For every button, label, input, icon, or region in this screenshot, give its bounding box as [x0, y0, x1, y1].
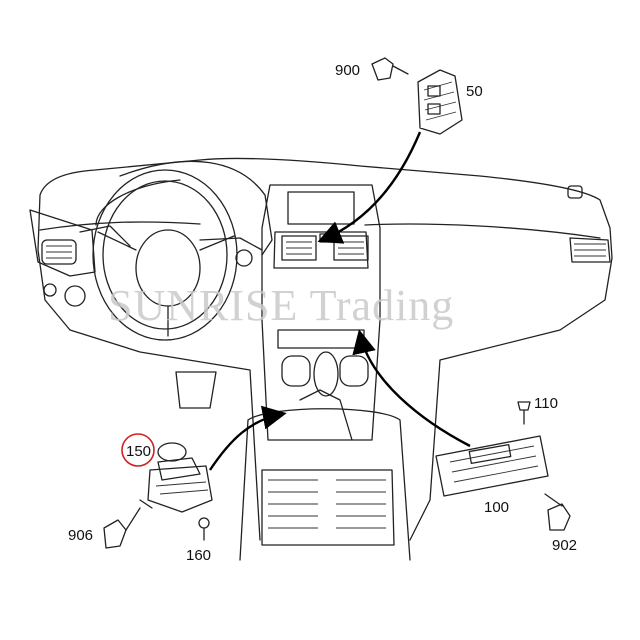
- part-160-screw: [198, 517, 210, 541]
- callout-906: 906: [68, 527, 93, 544]
- assembly-arrows: [209, 131, 471, 471]
- callout-110: 110: [534, 395, 558, 412]
- highlight-circle: [121, 433, 155, 467]
- part-50-switch-module: [417, 69, 463, 135]
- part-110-screw: [517, 401, 531, 425]
- part-906-bracket: [103, 507, 141, 549]
- callout-160: 160: [186, 547, 211, 564]
- callout-902: 902: [552, 537, 577, 554]
- part-900-clip: [371, 57, 409, 81]
- part-902-clip: [544, 493, 571, 531]
- dashboard-outline: [29, 157, 613, 541]
- center-stack: [261, 184, 381, 441]
- watermark-text: SUNRISE Trading: [108, 281, 454, 330]
- left-vents: [41, 239, 253, 307]
- part-150-controller: [139, 442, 213, 513]
- right-vents: [567, 185, 611, 263]
- part-100-switch-panel: [435, 435, 549, 497]
- callout-100: 100: [484, 499, 509, 516]
- callout-50: 50: [466, 83, 483, 100]
- floor-console: [175, 371, 411, 561]
- callout-900: 900: [335, 62, 360, 79]
- callout-150: 150: [126, 443, 151, 460]
